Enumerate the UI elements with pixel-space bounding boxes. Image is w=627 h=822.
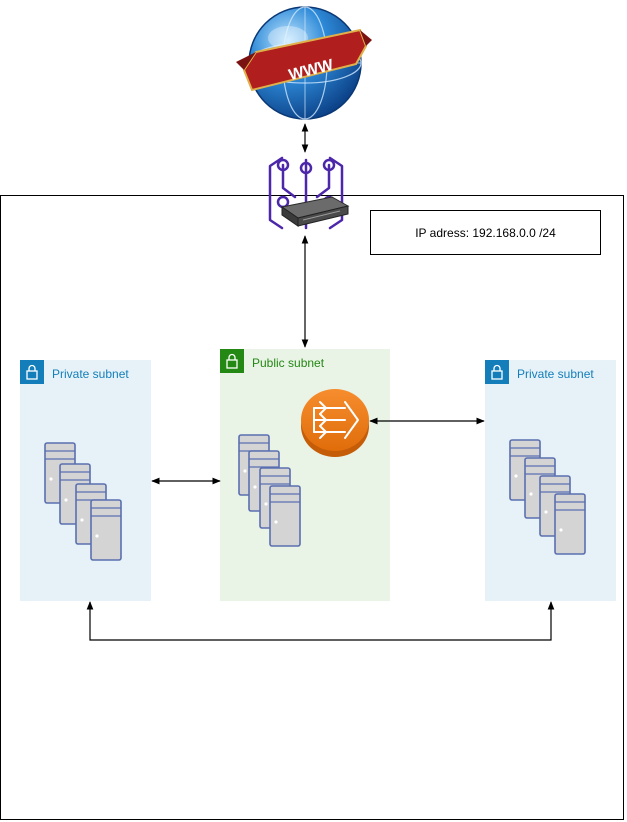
subnet-label: Private subnet (52, 367, 129, 381)
subnet-label: Private subnet (517, 367, 594, 381)
server-stack-right (509, 439, 586, 555)
lock-icon (20, 360, 44, 384)
lock-icon (220, 349, 244, 373)
nat-gateway-icon (301, 389, 369, 457)
ip-address-text: IP adress: 192.168.0.0 /24 (415, 225, 556, 240)
private-subnet-left: Private subnet (20, 360, 151, 601)
vpc-container (0, 195, 624, 820)
server-stack-left (44, 442, 122, 561)
subnet-label: Public subnet (252, 356, 325, 370)
internet-globe-icon (236, 6, 372, 120)
server-stack-middle (238, 434, 301, 547)
ip-address-box: IP adress: 192.168.0.0 /24 (370, 210, 601, 255)
router-device (280, 196, 350, 227)
arrow-left-right-private (86, 601, 555, 641)
lock-icon (485, 360, 509, 384)
